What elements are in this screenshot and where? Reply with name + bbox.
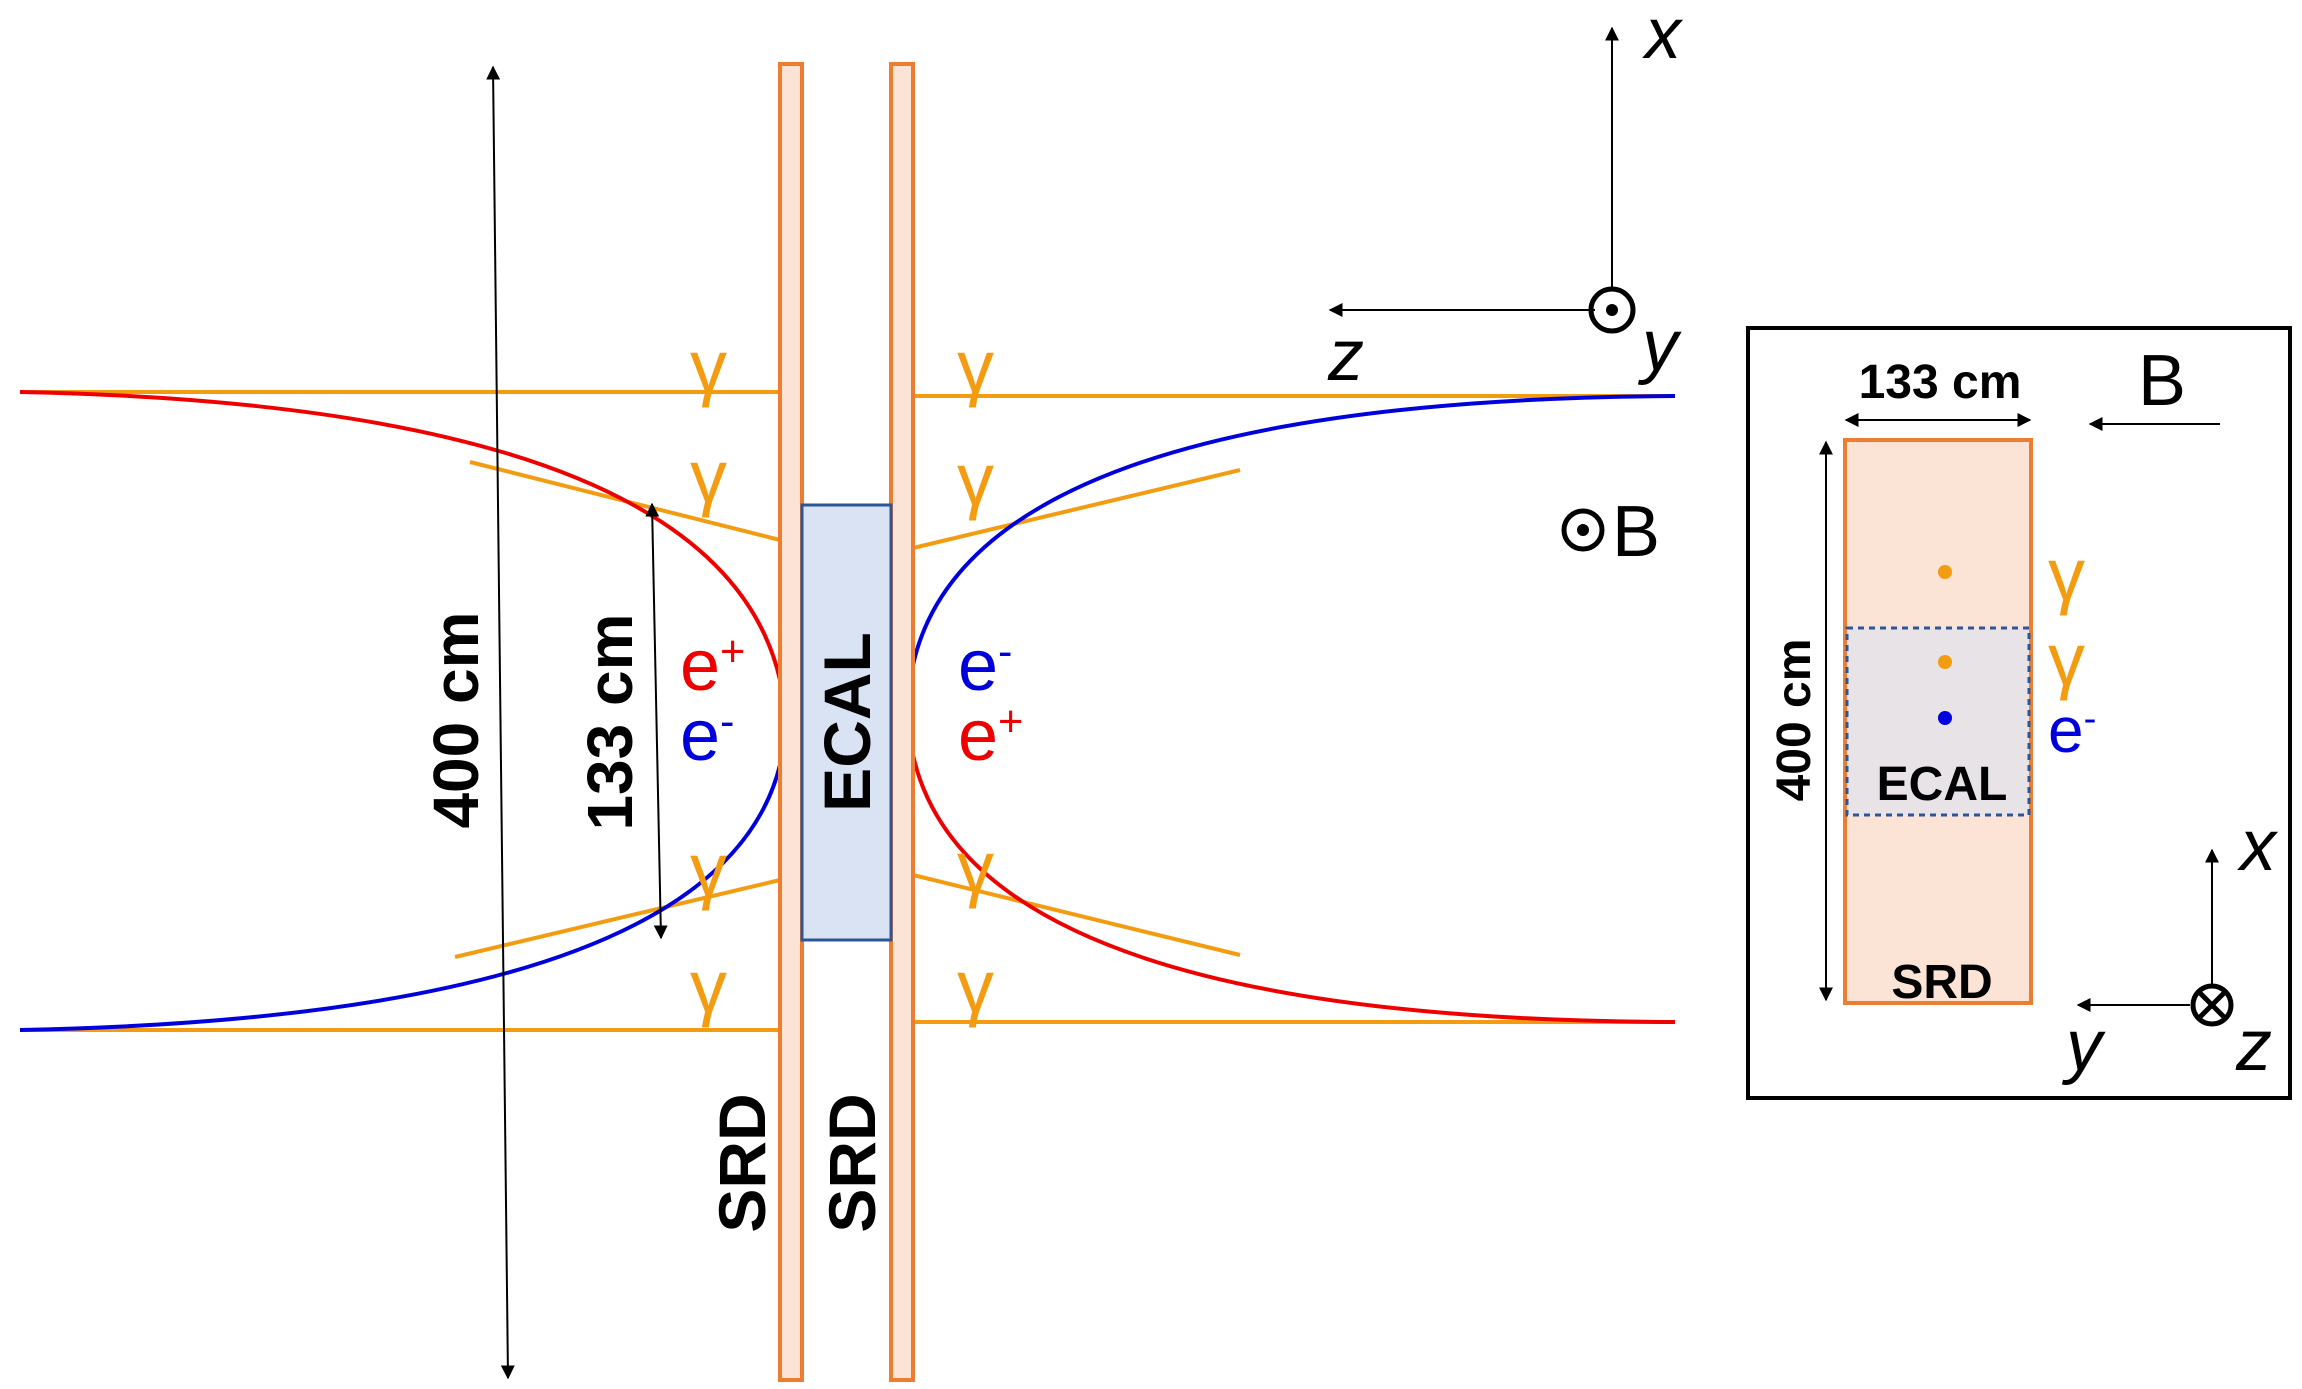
inset-width-label: 133 cm	[1859, 356, 2022, 409]
inset-ecal-label: ECAL	[1877, 758, 2008, 811]
electron-label-right: e-	[958, 626, 1012, 706]
photon-label: γ	[690, 325, 727, 408]
positron-track-left	[19, 390, 782, 681]
ecal-block	[800, 503, 893, 942]
ecal-label: ECAL	[810, 632, 884, 812]
b-field-dot-icon	[1577, 524, 1589, 536]
positron-track-right	[911, 754, 1676, 1024]
inset-height-label: 400 cm	[1768, 639, 1821, 802]
inset-front-view: γ γ e- ECAL SRD 133 cm 400 cm B x y z	[1746, 326, 2292, 1100]
photon-label: γ	[690, 435, 727, 518]
y-axis-label: y	[1637, 306, 1682, 386]
srd-label-left: SRD	[705, 1093, 779, 1232]
inset-electron-dot	[1938, 711, 1952, 725]
b-field-out-of-page-icon	[1561, 508, 1605, 552]
y-axis-dot-icon	[1606, 304, 1618, 316]
electron-label-left: e-	[680, 696, 734, 776]
x-axis-label: x	[1642, 0, 1684, 74]
inset-photon-dot	[1938, 655, 1952, 669]
dimension-arrow-400	[486, 65, 515, 1380]
srd-bar-left	[778, 62, 804, 1382]
positron-label-left: e+	[680, 626, 745, 706]
positron-label-right: e+	[958, 696, 1023, 776]
coordinate-axes: x z y	[1327, 0, 1684, 396]
dimension-arrow-133	[645, 502, 668, 940]
photon-label: γ	[957, 826, 994, 909]
inset-b-field-label: B	[2138, 341, 2186, 421]
b-field-label: B	[1612, 492, 1660, 572]
srd-bar-right	[889, 62, 915, 1382]
y-axis-out-of-page-icon	[1588, 286, 1636, 334]
electron-track-left	[19, 764, 782, 1032]
dimension-label-133: 133 cm	[574, 613, 646, 830]
inset-y-axis-label: y	[2061, 1006, 2106, 1086]
photon-label: γ	[690, 828, 727, 911]
inset-z-axis-into-page-icon	[2190, 983, 2234, 1027]
inset-electron-label: e-	[2048, 694, 2096, 766]
inset-photon-dot	[1938, 565, 1952, 579]
photon-labels: γ γ γ γ γ γ γ γ	[690, 325, 994, 1028]
photon-label: γ	[690, 945, 727, 1028]
srd-label-right: SRD	[815, 1093, 889, 1232]
inset-cross-icon	[2197, 990, 2227, 1020]
photon-label: γ	[957, 325, 994, 408]
inset-x-axis-label: x	[2237, 806, 2279, 886]
inset-z-axis-label: z	[2235, 1006, 2272, 1086]
inset-photon-label: γ	[2048, 618, 2085, 701]
dimension-label-400: 400 cm	[420, 611, 492, 828]
inset-photon-label: γ	[2048, 533, 2085, 616]
photon-label: γ	[957, 945, 994, 1028]
photon-label: γ	[957, 438, 994, 521]
inset-srd-label: SRD	[1891, 956, 1992, 1009]
inset-ecal	[1845, 626, 2031, 817]
electron-track-right	[911, 394, 1676, 666]
z-axis-label: z	[1327, 316, 1364, 396]
